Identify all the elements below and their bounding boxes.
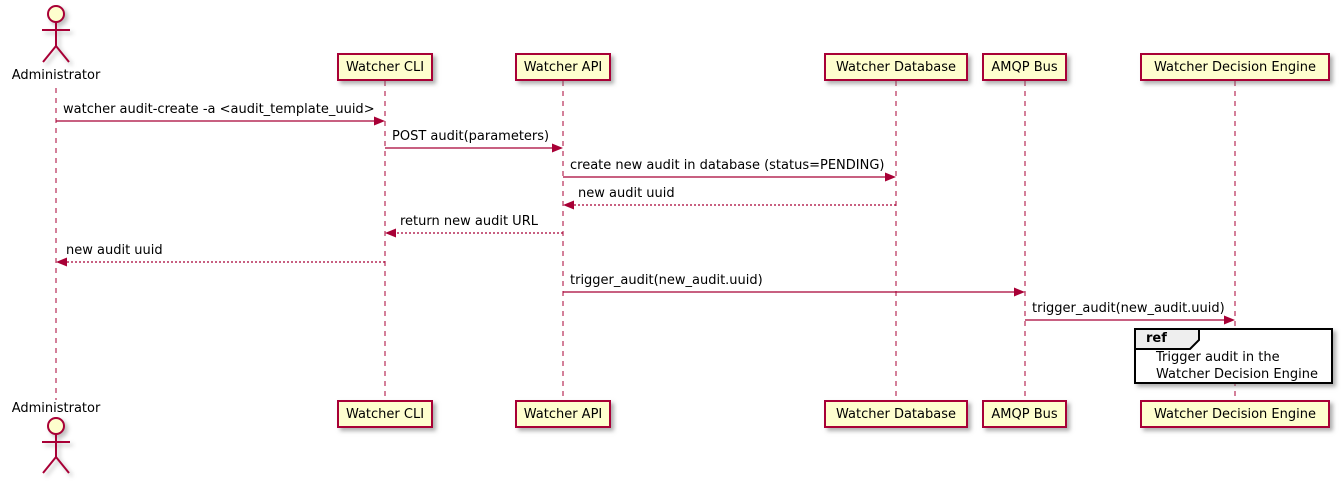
message-label-4: new audit uuid: [578, 186, 675, 201]
participant-bottom-watcher-cli: Watcher CLI: [337, 400, 433, 428]
actor-head-icon: [47, 417, 65, 435]
participant-bottom-watcher-decision-engine: Watcher Decision Engine: [1140, 400, 1330, 428]
participant-top-watcher-decision-engine: Watcher Decision Engine: [1140, 53, 1330, 81]
participant-bottom-watcher-database: Watcher Database: [824, 400, 968, 428]
ref-text-line-1: Trigger audit in the: [1156, 350, 1280, 365]
message-label-7: trigger_audit(new_audit.uuid): [570, 273, 763, 288]
message-label-3: create new audit in database (status=PEN…: [570, 158, 885, 173]
message-label-1: watcher audit-create -a <audit_template_…: [63, 102, 375, 117]
message-label-8: trigger_audit(new_audit.uuid): [1032, 301, 1225, 316]
actor-label-top: Administrator: [11, 68, 101, 83]
actor-leg-left: [42, 45, 57, 63]
message-arrows: [56, 116, 1235, 325]
message-arrowhead-8: [1224, 315, 1235, 325]
actor-figure-top: [42, 5, 70, 63]
message-label-6: new audit uuid: [66, 243, 163, 258]
ref-keyword: ref: [1146, 331, 1167, 346]
actor-leg-left: [42, 456, 57, 474]
participant-top-watcher-database: Watcher Database: [824, 53, 968, 81]
ref-fragment: ref Trigger audit in the Watcher Decisio…: [1134, 328, 1333, 384]
actor-figure-bottom: [42, 417, 70, 474]
ref-header-pentagon: [1134, 328, 1200, 350]
message-arrowhead-2: [552, 143, 563, 153]
actor-leg-right: [55, 456, 70, 474]
participant-bottom-amqp-bus: AMQP Bus: [982, 400, 1067, 428]
message-arrowhead-1: [374, 116, 385, 126]
lifelines: [55, 81, 1236, 400]
participant-top-watcher-cli: Watcher CLI: [337, 53, 433, 81]
message-arrowhead-4: [563, 200, 574, 210]
ref-header-shape: [1134, 328, 1200, 350]
message-label-5: return new audit URL: [400, 214, 538, 229]
message-label-2: POST audit(parameters): [392, 129, 550, 144]
actor-head-icon: [47, 5, 65, 23]
actor-leg-right: [55, 45, 70, 63]
message-arrowhead-3: [885, 172, 896, 182]
message-arrowhead-5: [385, 228, 396, 238]
participant-bottom-watcher-api: Watcher API: [515, 400, 611, 428]
participant-top-watcher-api: Watcher API: [515, 53, 611, 81]
ref-text-line-2: Watcher Decision Engine: [1156, 367, 1318, 382]
message-arrowhead-6: [56, 257, 67, 267]
message-arrowhead-7: [1014, 287, 1025, 297]
actor-label-bottom: Administrator: [11, 401, 101, 416]
participant-top-amqp-bus: AMQP Bus: [982, 53, 1067, 81]
